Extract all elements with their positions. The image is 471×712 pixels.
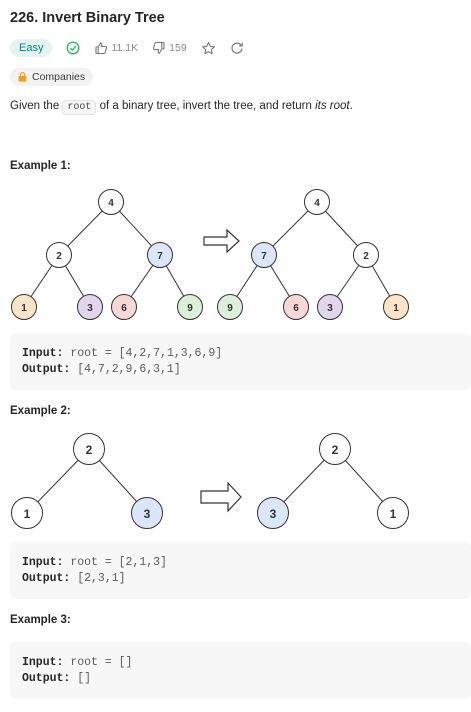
tree-node: 6	[283, 294, 309, 320]
tree-node: 3	[257, 497, 289, 529]
output-label: Output:	[22, 672, 71, 685]
svg-text:3: 3	[87, 303, 93, 314]
input-value: root = [2,1,3]	[70, 556, 167, 569]
description-middle: of a binary tree, invert the tree, and r…	[96, 100, 316, 112]
like-count: 11.1K	[111, 42, 139, 54]
input-value: root = []	[70, 656, 133, 669]
example-1-diagram: 4 2 7 1 3 6 9 4 7 2 9 6 3 1	[11, 189, 409, 320]
description-italic: its root	[315, 100, 350, 112]
tree-node: 9	[217, 294, 243, 320]
svg-text:9: 9	[227, 303, 233, 314]
svg-text:3: 3	[270, 507, 277, 521]
svg-text:1: 1	[390, 507, 397, 521]
thumbs-up-icon	[94, 41, 108, 55]
svg-text:2: 2	[56, 251, 62, 262]
companies-label: Companies	[32, 71, 86, 83]
tree-after: 4 7 2 9 6 3 1	[217, 189, 409, 320]
input-label: Input:	[22, 656, 64, 669]
example-1-code: Input: root = [4,2,7,1,3,6,9] Output: [4…	[10, 333, 471, 390]
svg-text:3: 3	[327, 303, 333, 314]
tree-node: 9	[177, 294, 203, 320]
example-2-code: Input: root = [2,1,3] Output: [2,3,1]	[10, 542, 471, 599]
tree-node: 7	[251, 242, 277, 268]
svg-text:2: 2	[86, 443, 93, 457]
tree-node: 1	[383, 294, 409, 320]
tree-node: 2	[46, 242, 72, 268]
output-label: Output:	[22, 363, 71, 376]
dislike-count: 159	[169, 42, 187, 54]
svg-text:9: 9	[187, 303, 193, 314]
example-3-heading: Example 3:	[10, 614, 71, 626]
dislike-button[interactable]: 159	[152, 41, 187, 55]
svg-text:6: 6	[121, 303, 127, 314]
svg-text:1: 1	[21, 303, 27, 314]
tree-node: 4	[304, 189, 330, 215]
lock-icon	[18, 72, 27, 82]
tree-before: 2 1 3	[11, 433, 163, 529]
tree-node: 2	[319, 433, 351, 465]
tree-after: 2 3 1	[257, 433, 409, 529]
tree-node: 3	[317, 294, 343, 320]
solved-check-icon	[66, 41, 80, 55]
svg-text:7: 7	[261, 251, 267, 262]
tree-before: 4 2 7 1 3 6 9	[11, 189, 203, 320]
svg-text:1: 1	[24, 507, 31, 521]
thumbs-down-icon	[152, 41, 166, 55]
svg-text:3: 3	[144, 507, 151, 521]
tree-node: 3	[131, 497, 163, 529]
output-value: [2,3,1]	[77, 572, 126, 585]
svg-text:4: 4	[314, 198, 320, 209]
svg-text:1: 1	[393, 303, 399, 314]
input-value: root = [4,2,7,1,3,6,9]	[70, 347, 223, 360]
description-prefix: Given the	[10, 100, 63, 112]
description-suffix: .	[349, 100, 353, 112]
output-label: Output:	[22, 572, 71, 585]
tree-node: 6	[111, 294, 137, 320]
svg-text:2: 2	[363, 251, 369, 262]
tree-node: 1	[11, 294, 37, 320]
input-label: Input:	[22, 556, 64, 569]
star-icon[interactable]	[201, 41, 216, 56]
output-value: [4,7,2,9,6,3,1]	[77, 363, 181, 376]
output-value: []	[77, 672, 92, 685]
arrow-right-icon	[203, 228, 240, 254]
problem-description: Given the root of a binary tree, invert …	[10, 100, 353, 115]
svg-text:6: 6	[293, 303, 299, 314]
tree-node: 1	[377, 497, 409, 529]
tree-node: 3	[77, 294, 103, 320]
problem-meta-row: Easy 11.1K 159	[10, 38, 258, 58]
refresh-icon[interactable]	[230, 41, 244, 55]
example-3-code: Input: root = [] Output: []	[10, 642, 471, 699]
tree-node: 1	[11, 497, 43, 529]
example-2-heading: Example 2:	[10, 405, 71, 417]
tree-node: 7	[147, 242, 173, 268]
input-label: Input:	[22, 347, 64, 360]
like-button[interactable]: 11.1K	[94, 41, 138, 55]
inline-code-root: root	[62, 100, 97, 115]
problem-title: 226. Invert Binary Tree	[10, 10, 165, 26]
arrow-right-icon	[200, 481, 242, 513]
tree-node: 4	[98, 189, 124, 215]
tree-node: 2	[353, 242, 379, 268]
svg-text:2: 2	[332, 443, 339, 457]
svg-text:4: 4	[108, 198, 114, 209]
difficulty-badge: Easy	[10, 39, 53, 57]
companies-tag[interactable]: Companies	[10, 68, 94, 86]
svg-text:7: 7	[157, 251, 163, 262]
example-2-diagram: 2 1 3 2 3 1	[11, 433, 409, 529]
example-1-heading: Example 1:	[10, 160, 71, 172]
tree-node: 2	[73, 433, 105, 465]
